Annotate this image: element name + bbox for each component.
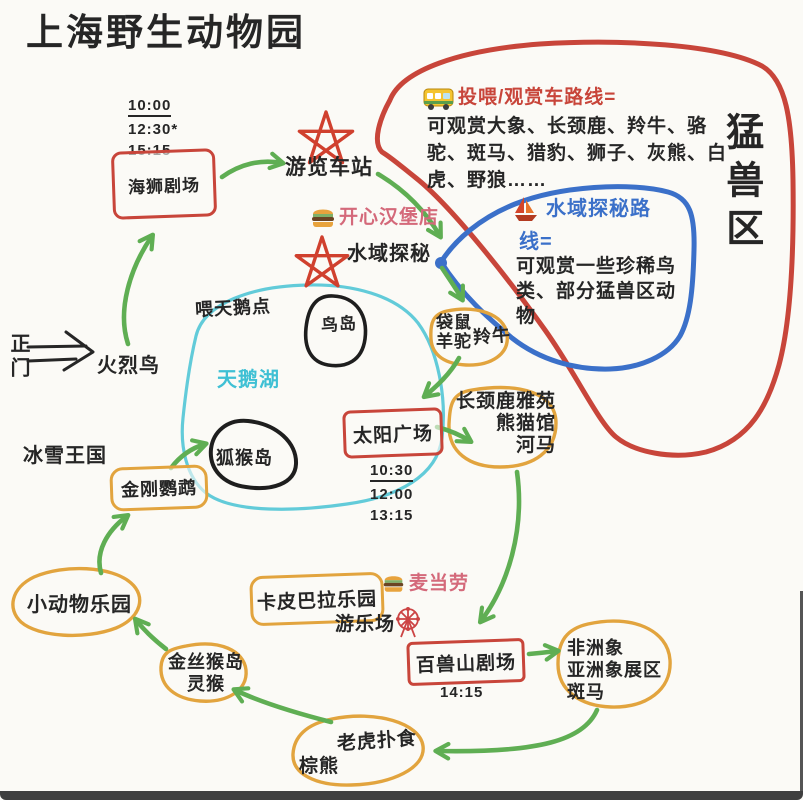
photo-right-edge bbox=[800, 591, 803, 791]
page-title: 上海野生动物园 bbox=[26, 12, 306, 53]
boat-route-title2: 线= bbox=[519, 231, 553, 253]
ferris-wheel-icon bbox=[396, 607, 420, 638]
bus-route-description: 可观赏大象、长颈鹿、羚牛、骆 驼、斑马、猎豹、狮子、灰熊、白 虎、野狼…… bbox=[427, 116, 728, 191]
flamingo: 火烈鸟 bbox=[97, 355, 160, 377]
lemur-island-label: 狐猴岛 bbox=[216, 448, 273, 468]
star-doodle-icon bbox=[294, 110, 355, 288]
showtime: 12:00 bbox=[370, 486, 414, 503]
tiger-blob bbox=[291, 714, 425, 787]
bus-route-loop bbox=[375, 39, 796, 458]
beast-mountain-theater: 百兽山剧场 bbox=[406, 637, 526, 687]
happy-burger-shop: 开心汉堡店 bbox=[339, 207, 440, 228]
main-gate: 正门 bbox=[7, 333, 29, 381]
macaw-parrot: 金刚鹦鹉 bbox=[109, 464, 209, 512]
brown-bear-label: 棕熊 bbox=[299, 756, 340, 777]
golden-monkey-island-label: 金丝猴岛 灵猴 bbox=[168, 652, 244, 694]
boat-route-description: 可观赏一些珍稀鸟 类、部分猛兽区动 物 bbox=[516, 256, 677, 327]
swan-lake-outline bbox=[180, 283, 445, 511]
tour-bus-station: 游览车站 bbox=[285, 156, 373, 179]
small-animal-park-label: 小动物乐园 bbox=[27, 594, 132, 616]
showtime: 10:30 bbox=[370, 462, 414, 482]
gate-arrow bbox=[26, 330, 95, 372]
walk-route-arrows bbox=[97, 151, 600, 761]
ice-snow-kingdom: 冰雪王国 bbox=[23, 445, 107, 467]
water-exploration-stop: 水域探秘 bbox=[347, 243, 431, 265]
elephant-zebra-label: 非洲象 亚洲象展区 斑马 bbox=[567, 638, 662, 702]
spot-blobs bbox=[11, 307, 672, 787]
sailboat-icon bbox=[515, 197, 537, 221]
lemur-island-outline bbox=[208, 418, 299, 491]
kangaroo-alpaca-label: 袋鼠 羊驼 bbox=[436, 313, 472, 351]
showtime: 12:30* bbox=[128, 121, 179, 138]
golden-monkey-blob bbox=[159, 642, 248, 703]
sea-lion-theater-label: 海狮剧场 bbox=[127, 175, 201, 197]
amusement-park-label: 游乐场 bbox=[335, 614, 396, 635]
sun-plaza-label: 太阳广场 bbox=[352, 423, 434, 447]
sun-plaza: 太阳广场 bbox=[342, 407, 444, 459]
giraffe-panda-hippo-label: 长颈鹿雅苑 熊猫馆 河马 bbox=[455, 391, 556, 456]
boat-route-title: 水域探秘路 bbox=[546, 198, 651, 220]
showtime: 13:15 bbox=[370, 507, 414, 524]
capybara-park-label: 卡皮巴拉乐园 bbox=[256, 588, 378, 614]
showtime: 10:00 bbox=[128, 97, 172, 117]
bird-island-outline bbox=[303, 294, 368, 368]
takin-label: 羚牛 bbox=[472, 324, 512, 348]
showtime: 14:15 bbox=[440, 684, 484, 701]
beast-area-zone: 猛兽区 bbox=[719, 112, 762, 256]
bus-route-title: 投喂/观赏车路线= bbox=[458, 87, 617, 108]
burger-icon bbox=[312, 209, 334, 227]
mcdonalds-label: 麦当劳 bbox=[409, 573, 470, 594]
burger-icon bbox=[383, 576, 404, 592]
bird-island-label: 鸟岛 bbox=[320, 313, 358, 336]
boat-route-loop bbox=[435, 184, 697, 372]
swan-lake-label: 天鹅湖 bbox=[217, 369, 280, 391]
sea-lion-theater: 海狮剧场 bbox=[110, 148, 218, 220]
photo-bottom-edge bbox=[0, 791, 803, 800]
giraffe-blob bbox=[447, 385, 558, 469]
beast-mountain-theater-label: 百兽山剧场 bbox=[415, 651, 517, 677]
swan-feeding-spot: 喂天鹅点 bbox=[194, 296, 272, 320]
kangaroo-blob bbox=[429, 307, 509, 367]
beast-mountain-showtime: 14:15 bbox=[440, 684, 483, 705]
macaw-parrot-label: 金刚鹦鹉 bbox=[120, 477, 198, 501]
bus-icon bbox=[423, 88, 454, 110]
sun-plaza-showtimes: 10:30 12:00 13:15 bbox=[370, 462, 414, 528]
